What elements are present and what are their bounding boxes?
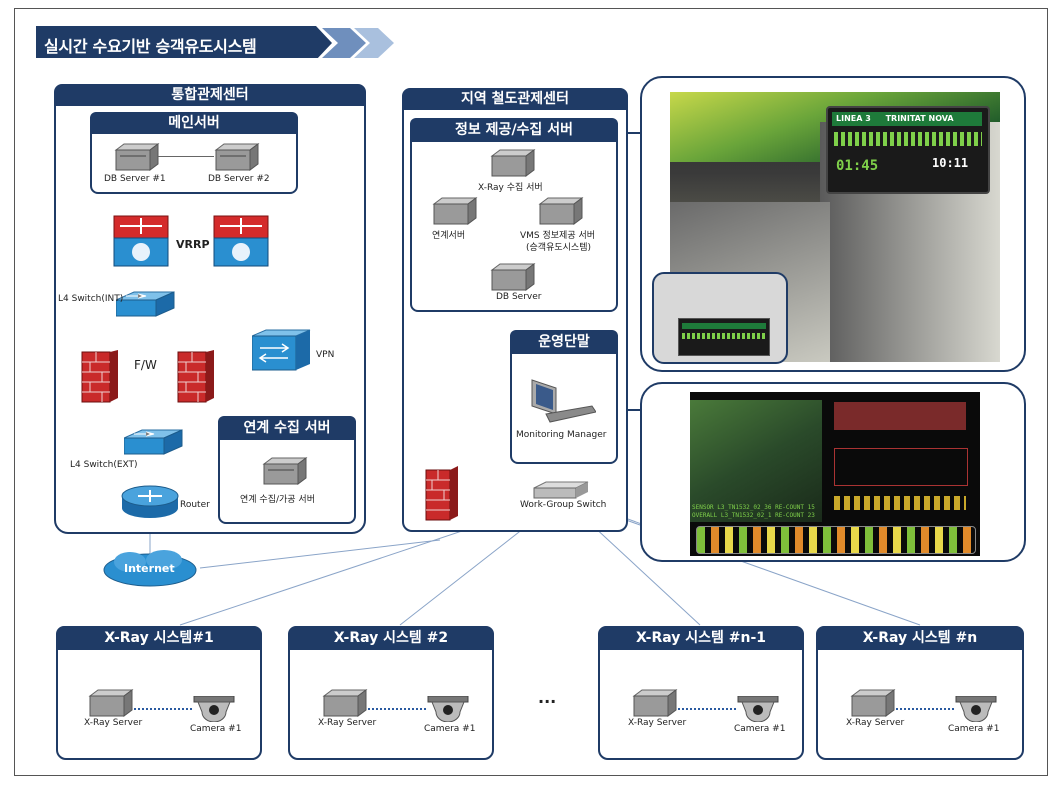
firewall-icon [177, 350, 214, 403]
core-switch-icon [113, 215, 169, 267]
diagram-frame [14, 8, 1048, 776]
monitoring-manager-label: Monitoring Manager [516, 430, 607, 440]
vpn-icon [252, 329, 311, 371]
platform-display-board: LINEA 3 TRINITAT NOVA 01:45 10:11 [826, 106, 990, 194]
l4-switch-int-label: L4 Switch(INT) [58, 294, 124, 304]
vms-server-label: VMS 정보제공 서버 [520, 231, 596, 241]
firewall-icon [425, 466, 458, 521]
display-line-label: LINEA 3 [836, 114, 871, 123]
camera-label: Camera #1 [948, 724, 1000, 734]
title-banner [36, 26, 394, 58]
xray-server-icon [88, 689, 134, 717]
vms-server-sublabel: (승객유도시스템) [526, 243, 591, 253]
link-server-header: 연계 수집 서버 [218, 416, 356, 440]
integrated-center-header: 통합관제센터 [54, 84, 366, 106]
camera-icon [427, 696, 469, 722]
db-server-regional-label: DB Server [496, 292, 542, 302]
dotted-link [134, 708, 192, 710]
monitoring-terminal-icon [531, 379, 596, 423]
station-photo: LINEA 3 TRINITAT NOVA 01:45 10:11 [670, 92, 1000, 362]
internet-cloud-icon [103, 550, 197, 587]
router-icon [121, 485, 179, 518]
display-time1: 01:45 [836, 158, 879, 174]
display-time2: 10:11 [932, 156, 969, 170]
router-label: Router [180, 500, 210, 510]
camera-icon [955, 696, 997, 722]
server-icon [490, 149, 536, 177]
server-icon [214, 143, 260, 171]
ellipsis: ... [538, 688, 557, 707]
xray-system-2-header: X-Ray 시스템 #2 [288, 626, 494, 650]
regional-center-header: 지역 철도관제센터 [402, 88, 628, 110]
server-icon [262, 457, 308, 485]
xray-server-icon [632, 689, 678, 717]
xray-server-icon [322, 689, 368, 717]
display-closeup [678, 318, 770, 356]
info-server-header: 정보 제공/수집 서버 [410, 118, 618, 142]
monitor-screenshot: SENSOR L3_TN1532_02_36 RE-COUNT 15 OVERA… [690, 392, 980, 556]
dotted-link [678, 708, 736, 710]
dotted-link [896, 708, 954, 710]
terminal-header: 운영단말 [510, 330, 618, 354]
db-link-line [158, 156, 214, 157]
link-server-label: 연계 수집/가공 서버 [240, 495, 315, 505]
dotted-link [368, 708, 426, 710]
server-icon [432, 197, 478, 225]
xray-system-n-header: X-Ray 시스템 #n [816, 626, 1024, 650]
workgroup-switch-icon [533, 481, 589, 499]
xray-server-label: X-Ray Server [84, 718, 143, 728]
xray-server-label: X-Ray Server [318, 718, 377, 728]
fw-label: F/W [134, 358, 157, 372]
server-icon [114, 143, 160, 171]
l4-switch-ext-icon [124, 429, 183, 455]
monitor-sensor-text: SENSOR L3_TN1532_02_36 RE-COUNT 15 [692, 504, 815, 511]
xray-server-label: X-Ray Server [846, 718, 905, 728]
camera-icon [737, 696, 779, 722]
workgroup-switch-label: Work-Group Switch [520, 500, 607, 510]
display-dest-label: TRINITAT NOVA [885, 114, 954, 123]
internet-label: Internet [124, 562, 175, 575]
core-switch-icon [213, 215, 269, 267]
xray-system-n1-header: X-Ray 시스템 #n-1 [598, 626, 804, 650]
link-server-regional-label: 연계서버 [432, 231, 466, 241]
camera-label: Camera #1 [734, 724, 786, 734]
l4-switch-int-icon [116, 291, 175, 317]
diagram-title: 실시간 수요기반 승객유도시스템 [44, 37, 257, 56]
camera-label: Camera #1 [424, 724, 476, 734]
db-server-2-label: DB Server #2 [208, 174, 270, 184]
server-icon [490, 263, 536, 291]
xray-server-label: X-Ray Server [628, 718, 687, 728]
xray-system-1-header: X-Ray 시스템#1 [56, 626, 262, 650]
main-server-header: 메인서버 [90, 112, 298, 134]
server-icon [538, 197, 584, 225]
db-server-1-label: DB Server #1 [104, 174, 166, 184]
camera-label: Camera #1 [190, 724, 242, 734]
xray-server-icon [850, 689, 896, 717]
camera-icon [193, 696, 235, 722]
l4-switch-ext-label: L4 Switch(EXT) [70, 460, 138, 470]
vpn-label: VPN [316, 350, 335, 360]
monitor-overall-text: OVERALL L3_TN1532_02_1 RE-COUNT 23 [692, 512, 815, 519]
xray-collect-server-label: X-Ray 수집 서버 [478, 183, 543, 193]
firewall-icon [81, 350, 118, 403]
vrrp-label: VRRP [176, 238, 210, 251]
